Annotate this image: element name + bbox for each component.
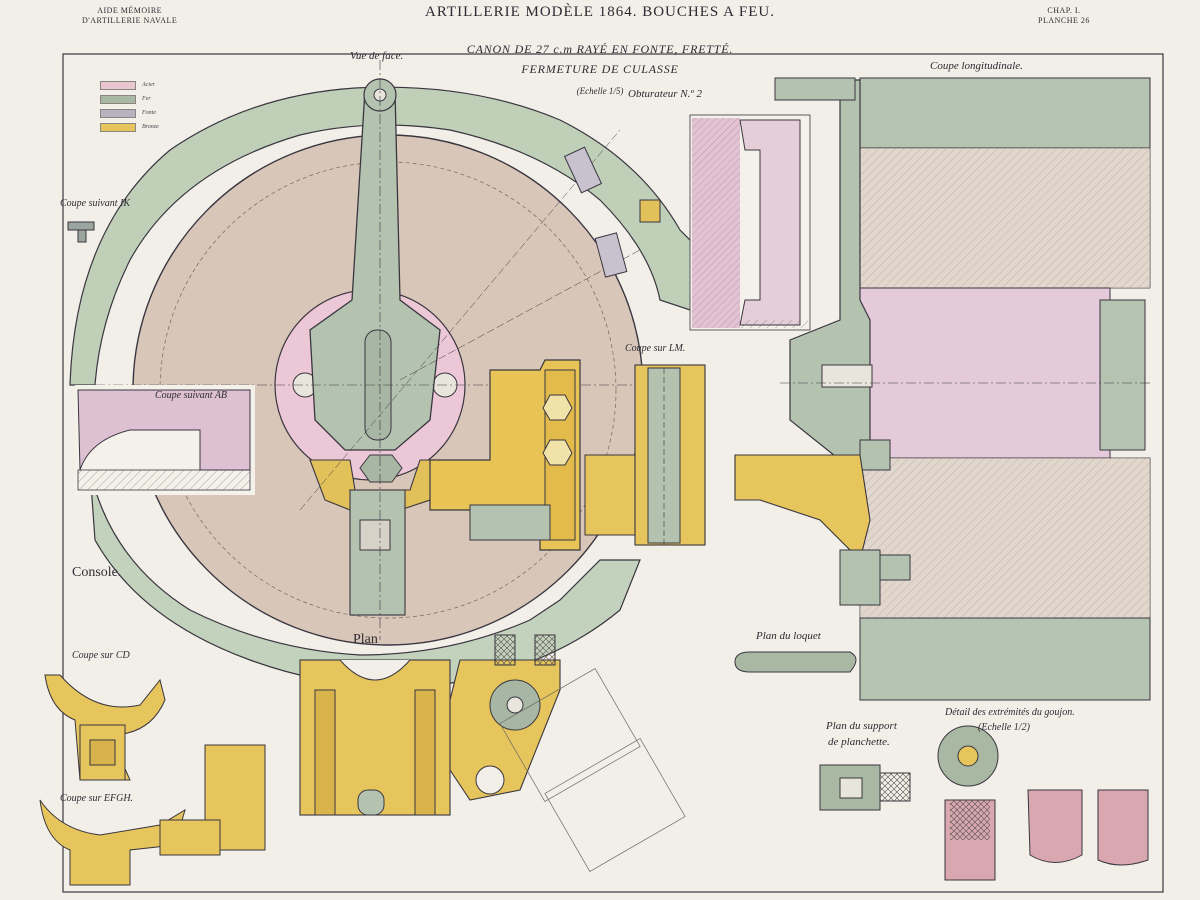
- console-section-efgh: [39, 744, 266, 886]
- subtitle-scale: (Echelle 1/5): [576, 86, 624, 96]
- subtitle-gun: CANON DE 27 c.m RAYÉ EN FONTE, FRETTÉ.: [466, 42, 734, 56]
- legend-label: Acier: [142, 82, 155, 88]
- section-ab: [75, 385, 255, 495]
- label-longitudinal: Coupe longitudinale.: [930, 60, 1023, 72]
- header-right: CHAP. I. PLANCHE 26: [1038, 6, 1090, 26]
- bronze-bracket: [429, 359, 581, 551]
- ring-outer: [69, 86, 701, 386]
- legend-swatch: [100, 108, 136, 118]
- plate-number: PLANCHE 26: [1038, 16, 1090, 25]
- console-section-cd: [44, 674, 166, 781]
- label-plan: Plan: [353, 632, 378, 647]
- label-front-view: Vue de face.: [350, 50, 404, 62]
- legend-row-fonte: Fonte: [100, 106, 159, 120]
- longitudinal-section: [734, 77, 1151, 701]
- legend-swatch: [100, 122, 136, 132]
- subtitle-breech: FERMETURE DE CULASSE: [521, 62, 679, 76]
- chapter-label: CHAP. I.: [1047, 6, 1081, 15]
- legend-swatch: [100, 80, 136, 90]
- main-title: ARTILLERIE MODÈLE 1864. BOUCHES A FEU.: [424, 4, 775, 20]
- legend-row-fer: Fer: [100, 92, 159, 106]
- stud-detail: [937, 725, 1149, 881]
- support-plan: [819, 764, 911, 811]
- legend-swatch: [100, 94, 136, 104]
- label-support-plan-2: de planchette.: [828, 736, 890, 748]
- label-console: Console.: [72, 565, 122, 580]
- label-stud-scale: (Echelle 1/2): [978, 722, 1030, 733]
- ring-lower: [89, 469, 641, 688]
- legend-row-bronze: Bronze: [100, 120, 159, 134]
- material-legend: Acier Fer Fonte Bronze: [100, 78, 159, 134]
- label-support-plan-1: Plan du support: [826, 720, 897, 732]
- label-obturator: Obturateur N.º 2: [628, 88, 702, 100]
- legend-label: Fer: [142, 96, 151, 102]
- plan-view: [299, 634, 686, 872]
- label-section-lm: Coupe sur LM.: [625, 343, 686, 354]
- header-left: AIDE MÉMOIRE D'ARTILLERIE NAVALE: [82, 6, 177, 26]
- obturator-section: [689, 114, 811, 331]
- label-section-ik: Coupe suivant IK: [60, 198, 130, 209]
- label-stud-detail: Détail des extrémités du goujon.: [945, 707, 1075, 718]
- latch-plan: [734, 651, 857, 673]
- header-left-line2: D'ARTILLERIE NAVALE: [82, 16, 178, 25]
- legend-label: Bronze: [142, 124, 159, 130]
- legend-label: Fonte: [142, 110, 156, 116]
- breech-lever: [309, 89, 441, 451]
- front-view-breech: [69, 60, 701, 688]
- sheet-frame: [62, 53, 1164, 893]
- label-section-ab: Coupe suivant AB: [155, 390, 228, 401]
- label-latch-plan: Plan du loquet: [756, 630, 821, 642]
- legend-row-acier: Acier: [100, 78, 159, 92]
- section-lm: [584, 364, 706, 546]
- section-ik: [67, 221, 95, 231]
- label-section-efgh: Coupe sur EFGH.: [60, 793, 134, 804]
- label-section-cd: Coupe sur CD: [72, 650, 130, 661]
- header-left-line1: AIDE MÉMOIRE: [97, 6, 163, 15]
